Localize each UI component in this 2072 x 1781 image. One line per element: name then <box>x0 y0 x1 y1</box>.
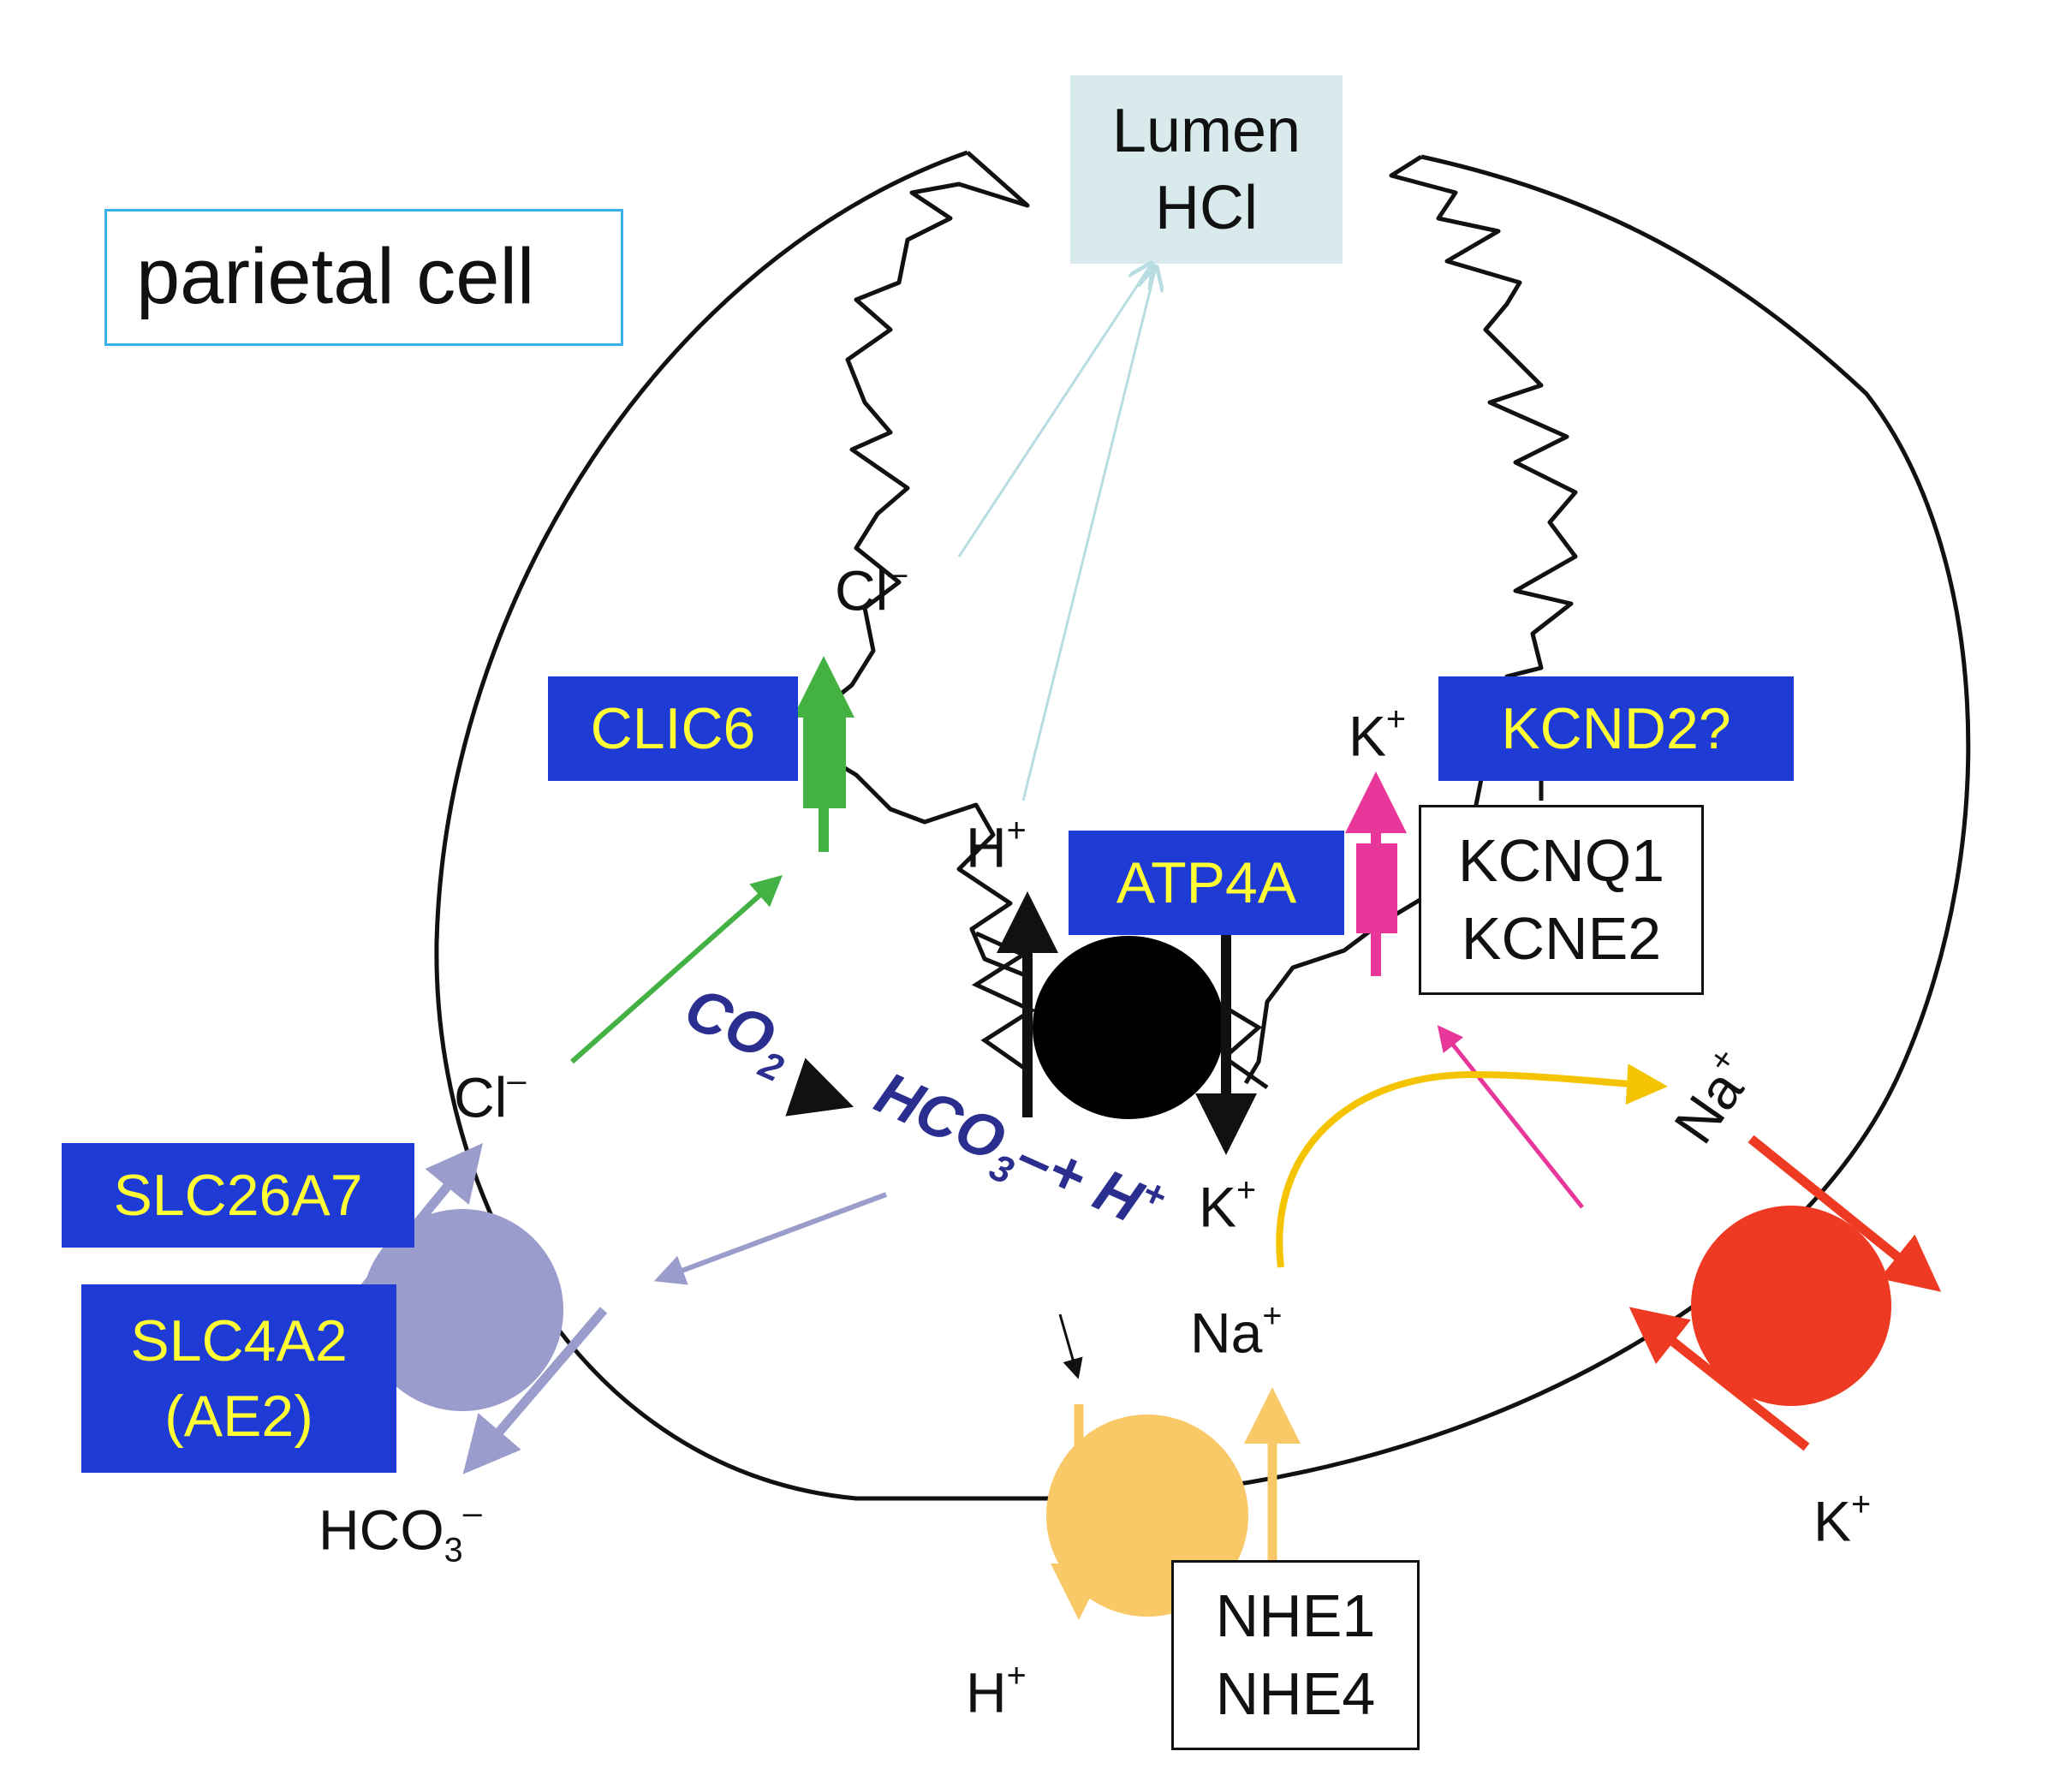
cl-to-lumen-arrow <box>957 264 1152 557</box>
na-k-atpase <box>1628 1135 1942 1451</box>
kcnq1-channel <box>1345 771 1407 976</box>
nhe4-label: NHE4 <box>1215 1660 1376 1727</box>
na-nhe-plus: + <box>1262 1297 1283 1335</box>
label-na-rotated: Na+ <box>1659 1041 1766 1154</box>
hco3-outside-sub: 3 <box>444 1531 463 1570</box>
h-atp4a-plus: + <box>1006 812 1027 849</box>
hco3-to-exchanger-arrow <box>653 1192 888 1285</box>
cl-top-minus: – <box>888 555 908 593</box>
h-to-nhe-arrow <box>1058 1313 1083 1379</box>
label-cl-top: Cl– <box>835 555 907 623</box>
label-h-nhe: H+ <box>966 1657 1027 1725</box>
kcnd2-label: KCND2? <box>1501 695 1731 761</box>
slc4a2-line1: SLC4A2 <box>130 1307 348 1373</box>
kcnq1-label: KCNQ1 <box>1457 827 1665 894</box>
clic6-label: CLIC6 <box>590 695 756 761</box>
slc4a2-box: SLC4A2 (AE2) <box>81 1284 396 1473</box>
cl-top-text: Cl <box>835 558 889 622</box>
cl-to-clic6-arrow <box>570 875 783 1064</box>
k-outside-plus: + <box>1851 1486 1872 1523</box>
label-cl-left: Cl– <box>454 1062 526 1130</box>
nhe-box: NHE1 NHE4 <box>1171 1560 1420 1750</box>
kcnq1-kcne2-box: KCNQ1 KCNE2 <box>1419 805 1704 995</box>
clic6-box: CLIC6 <box>548 676 798 781</box>
na-rot-text: Na <box>1662 1058 1755 1154</box>
k-atp4a-text: K <box>1199 1175 1237 1239</box>
h-atp4a-text: H <box>966 815 1007 879</box>
slc26a7-box: SLC26A7 <box>62 1143 414 1248</box>
h-nhe-plus: + <box>1006 1657 1027 1695</box>
slc26a7-label: SLC26A7 <box>113 1162 363 1228</box>
canaliculus-left-wall <box>811 151 1030 979</box>
na-cycle-arrow <box>1276 1063 1668 1268</box>
atp4a-pump <box>997 891 1257 1155</box>
title-text: parietal cell <box>136 233 535 321</box>
h-nhe-text: H <box>966 1660 1007 1724</box>
clic6-channel <box>793 656 854 852</box>
k-channel-plus: + <box>1386 700 1407 738</box>
label-h-atp4a: H+ <box>966 812 1027 880</box>
canaliculus-right-wall <box>1243 154 1578 1085</box>
atp4a-label: ATP4A <box>1116 849 1297 915</box>
reaction-rest: –+ H <box>1007 1122 1152 1236</box>
kcnd2-box: KCND2? <box>1438 676 1794 781</box>
lumen-box <box>1070 75 1343 264</box>
k-to-kcnq1-arrow <box>1437 1025 1584 1209</box>
cl-left-minus: – <box>507 1062 527 1099</box>
lumen-line2: HCl <box>1155 174 1258 242</box>
hco3-outside-text: HCO <box>319 1498 444 1562</box>
label-na-nhe: Na+ <box>1190 1297 1283 1366</box>
label-k-channel: K+ <box>1349 700 1406 769</box>
label-k-atp4a: K+ <box>1199 1171 1256 1240</box>
k-outside-text: K <box>1813 1489 1852 1553</box>
nhe1-label: NHE1 <box>1215 1582 1376 1649</box>
na-nhe-text: Na <box>1190 1301 1263 1365</box>
cl-left-text: Cl <box>454 1065 508 1129</box>
title-box: parietal cell <box>104 209 623 346</box>
lumen-label: Lumen HCl <box>1070 75 1343 264</box>
slc4a2-line2: (AE2) <box>164 1384 313 1449</box>
k-atp4a-plus: + <box>1236 1171 1257 1209</box>
label-hco3-outside: HCO3– <box>319 1494 482 1570</box>
k-channel-text: K <box>1349 704 1387 768</box>
reaction-arrow <box>785 1057 854 1117</box>
label-k-outside: K+ <box>1813 1486 1871 1554</box>
cell-membrane <box>434 150 1971 1501</box>
h-to-lumen-arrow <box>1021 267 1156 801</box>
hco3-outside-minus: – <box>462 1494 482 1532</box>
kcne2-label: KCNE2 <box>1461 905 1662 972</box>
canaliculus-wave-right <box>1214 999 1269 1090</box>
atp4a-box: ATP4A <box>1069 831 1344 935</box>
reaction-hco: HCO <box>866 1059 1015 1175</box>
lumen-line1: Lumen <box>1111 97 1301 165</box>
